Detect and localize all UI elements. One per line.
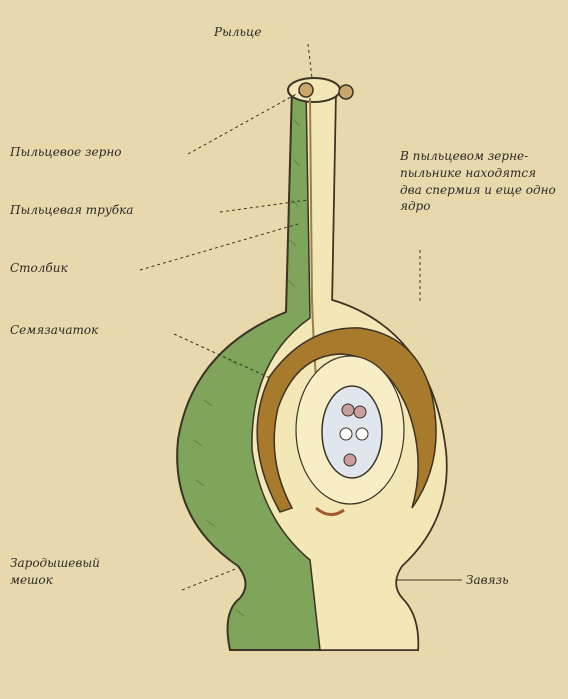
embryo-sac-nucleus-1 xyxy=(342,404,354,416)
label-note: В пыльцевом зерне-пыльнике находятся два… xyxy=(400,148,560,215)
label-style: Столбик xyxy=(10,260,68,277)
pollen-grain-1 xyxy=(299,83,313,97)
label-ovule: Семязачаток xyxy=(10,322,98,339)
embryo-sac-nucleus-2 xyxy=(354,406,366,418)
label-embryo-sac: Зародышевый мешок xyxy=(10,555,140,589)
label-pollen-grain: Пыльцевое зерно xyxy=(10,144,121,161)
embryo-sac-nucleus-4 xyxy=(356,428,368,440)
label-stigma: Рыльце xyxy=(214,24,262,41)
label-ovary: Завязь xyxy=(466,572,509,589)
pollen-grain-2 xyxy=(339,85,353,99)
embryo-sac-nucleus-3 xyxy=(340,428,352,440)
label-pollen-tube: Пыльцевая трубка xyxy=(10,202,133,219)
stigma-cap xyxy=(288,78,340,102)
embryo-sac-nucleus-5 xyxy=(344,454,356,466)
